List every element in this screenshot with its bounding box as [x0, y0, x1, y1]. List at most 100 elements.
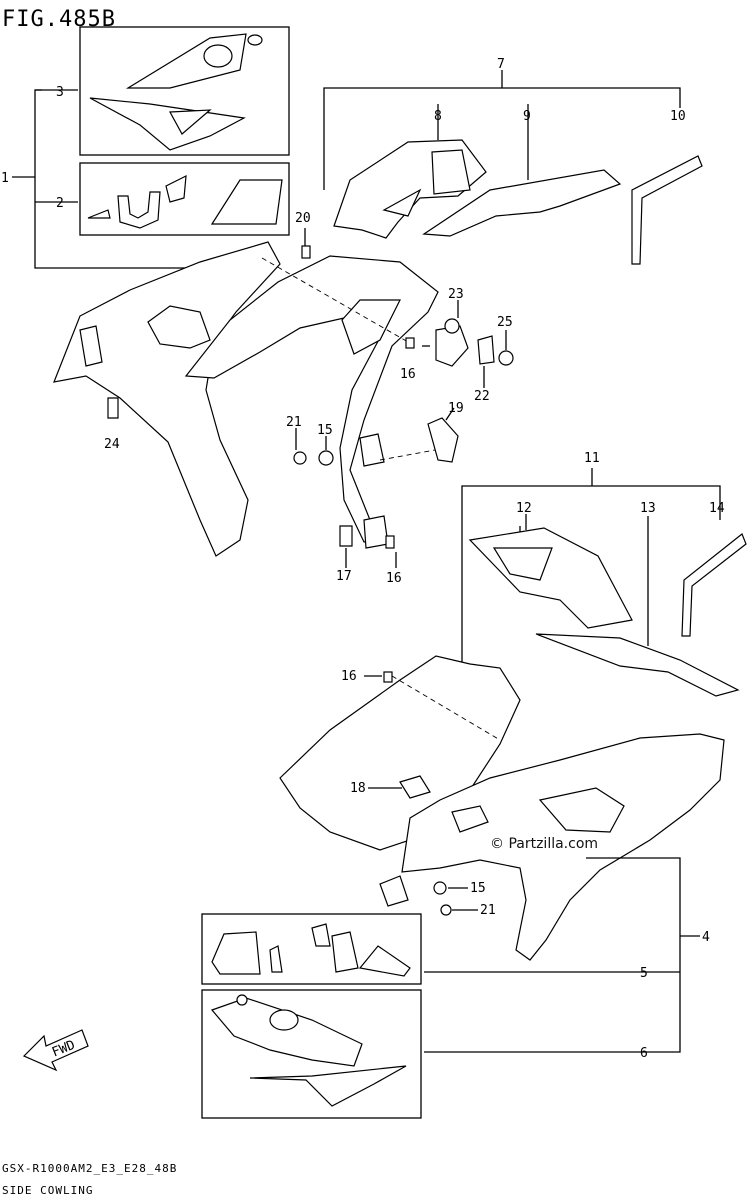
callout-25: 25 [497, 315, 513, 330]
cowl-lower-tab [359, 433, 385, 467]
bracket-19 [427, 417, 459, 463]
cowl-vent-lower-small [451, 805, 489, 833]
decal-box-5 [201, 913, 422, 985]
decal-3-bottom [89, 97, 246, 151]
callout-17: 17 [336, 569, 352, 584]
cowl-mount-tab [341, 299, 401, 355]
decal-set-upper [12, 26, 290, 269]
decal-5-b [269, 945, 283, 973]
callout-12: 12 [516, 501, 532, 516]
decal-2-c [165, 174, 187, 203]
callout-22: 22 [474, 389, 490, 404]
decal-2-a [87, 209, 111, 219]
bracket-11 [461, 485, 721, 670]
callout-2: 2 [56, 196, 64, 211]
side-cowl-lower-inner [279, 655, 521, 851]
decal-10-strip [631, 155, 703, 265]
decal-set-7 [323, 70, 703, 265]
decal-9 [422, 169, 622, 237]
screw-20 [301, 245, 311, 259]
callout-24: 24 [104, 437, 120, 452]
screw-16-cowl [383, 671, 393, 683]
decal-12-window [492, 547, 553, 581]
decal-6-bottom [249, 1065, 407, 1107]
bracket-22-b [477, 335, 495, 365]
upper-fasteners [261, 228, 514, 549]
callout-9: 9 [523, 109, 531, 124]
bracket-18 [399, 775, 431, 799]
collar-15-lower [433, 881, 447, 895]
decal-5-letter-s [211, 931, 261, 975]
callout-16-a: 16 [400, 367, 416, 382]
decal-2-d [210, 179, 283, 225]
callout-16-b: 16 [386, 571, 402, 586]
callout-leaders [295, 300, 521, 911]
callout-6: 6 [640, 1046, 648, 1061]
watermark: © Partzilla.com [490, 836, 598, 852]
callout-4: 4 [702, 930, 710, 945]
callout-21-b: 21 [480, 903, 496, 918]
decal-8-window [431, 149, 471, 195]
decal-set-lower [201, 857, 700, 1119]
decal-13 [535, 633, 740, 697]
decal-6-hole-small [236, 994, 248, 1006]
side-cowl-lower-outer [401, 733, 725, 961]
decal-14-strip [681, 533, 747, 637]
footer-section-name: SIDE COWLING [2, 1184, 93, 1197]
callout-23: 23 [448, 287, 464, 302]
footer-model-code: GSX-R1000AM2_E3_E28_48B [2, 1162, 177, 1175]
decal-3-cutout [169, 109, 212, 135]
nut-25 [498, 350, 514, 366]
callout-14: 14 [709, 501, 725, 516]
screw-16-lower [385, 535, 395, 549]
side-cowl-lower [279, 655, 725, 961]
side-cowl-upper-left [53, 241, 281, 557]
decal-5-d [331, 931, 359, 973]
figure-title: FIG.485B [2, 7, 116, 32]
callout-20: 20 [295, 211, 311, 226]
callout-7: 7 [497, 57, 505, 72]
trim-clip-24 [107, 397, 119, 419]
decal-5-e [358, 945, 411, 977]
decal-box-3 [79, 26, 290, 156]
cowl-lower-mount [379, 875, 409, 907]
callout-15-a: 15 [317, 423, 333, 438]
callout-3: 3 [56, 85, 64, 100]
cowl-vent-lower [538, 787, 625, 833]
bolt-23 [444, 318, 460, 334]
decal-box-6 [201, 989, 422, 1119]
bracket-4 [424, 857, 681, 1053]
callout-5: 5 [640, 966, 648, 981]
callout-11: 11 [584, 451, 600, 466]
decal-6-hole [269, 1009, 299, 1031]
bolt-21-upper [293, 451, 307, 465]
decal-box-2 [79, 162, 290, 236]
fwd-arrow: FWD [22, 1029, 89, 1072]
callout-21-a: 21 [286, 415, 302, 430]
decal-12 [468, 527, 633, 629]
fwd-arrow-icon [22, 1029, 89, 1072]
callout-13: 13 [640, 501, 656, 516]
callout-16-c: 16 [341, 669, 357, 684]
dash-16-lower [391, 675, 501, 741]
trim-clip-17 [339, 525, 353, 547]
cowl-bottom-tab [363, 515, 389, 549]
screw-16-upper [405, 337, 415, 349]
callout-numbers: 1 2 3 7 8 9 10 20 23 25 16 22 19 21 15 2… [1, 57, 725, 1061]
decal-8-cut [382, 188, 422, 217]
leader-19 [445, 407, 455, 421]
callout-18: 18 [350, 781, 366, 796]
callout-15-b: 15 [470, 881, 486, 896]
callout-10: 10 [670, 109, 686, 124]
cowl-vent-upper [147, 305, 211, 349]
callout-8: 8 [434, 109, 442, 124]
bolt-21-lower [440, 904, 452, 916]
callout-19: 19 [448, 401, 464, 416]
cowl-front-tab [79, 325, 103, 367]
decal-5-c [311, 923, 331, 947]
decal-3-hole [203, 44, 233, 68]
side-cowl-upper [53, 241, 439, 557]
callout-1: 1 [1, 171, 9, 186]
decal-set-11 [461, 468, 747, 697]
